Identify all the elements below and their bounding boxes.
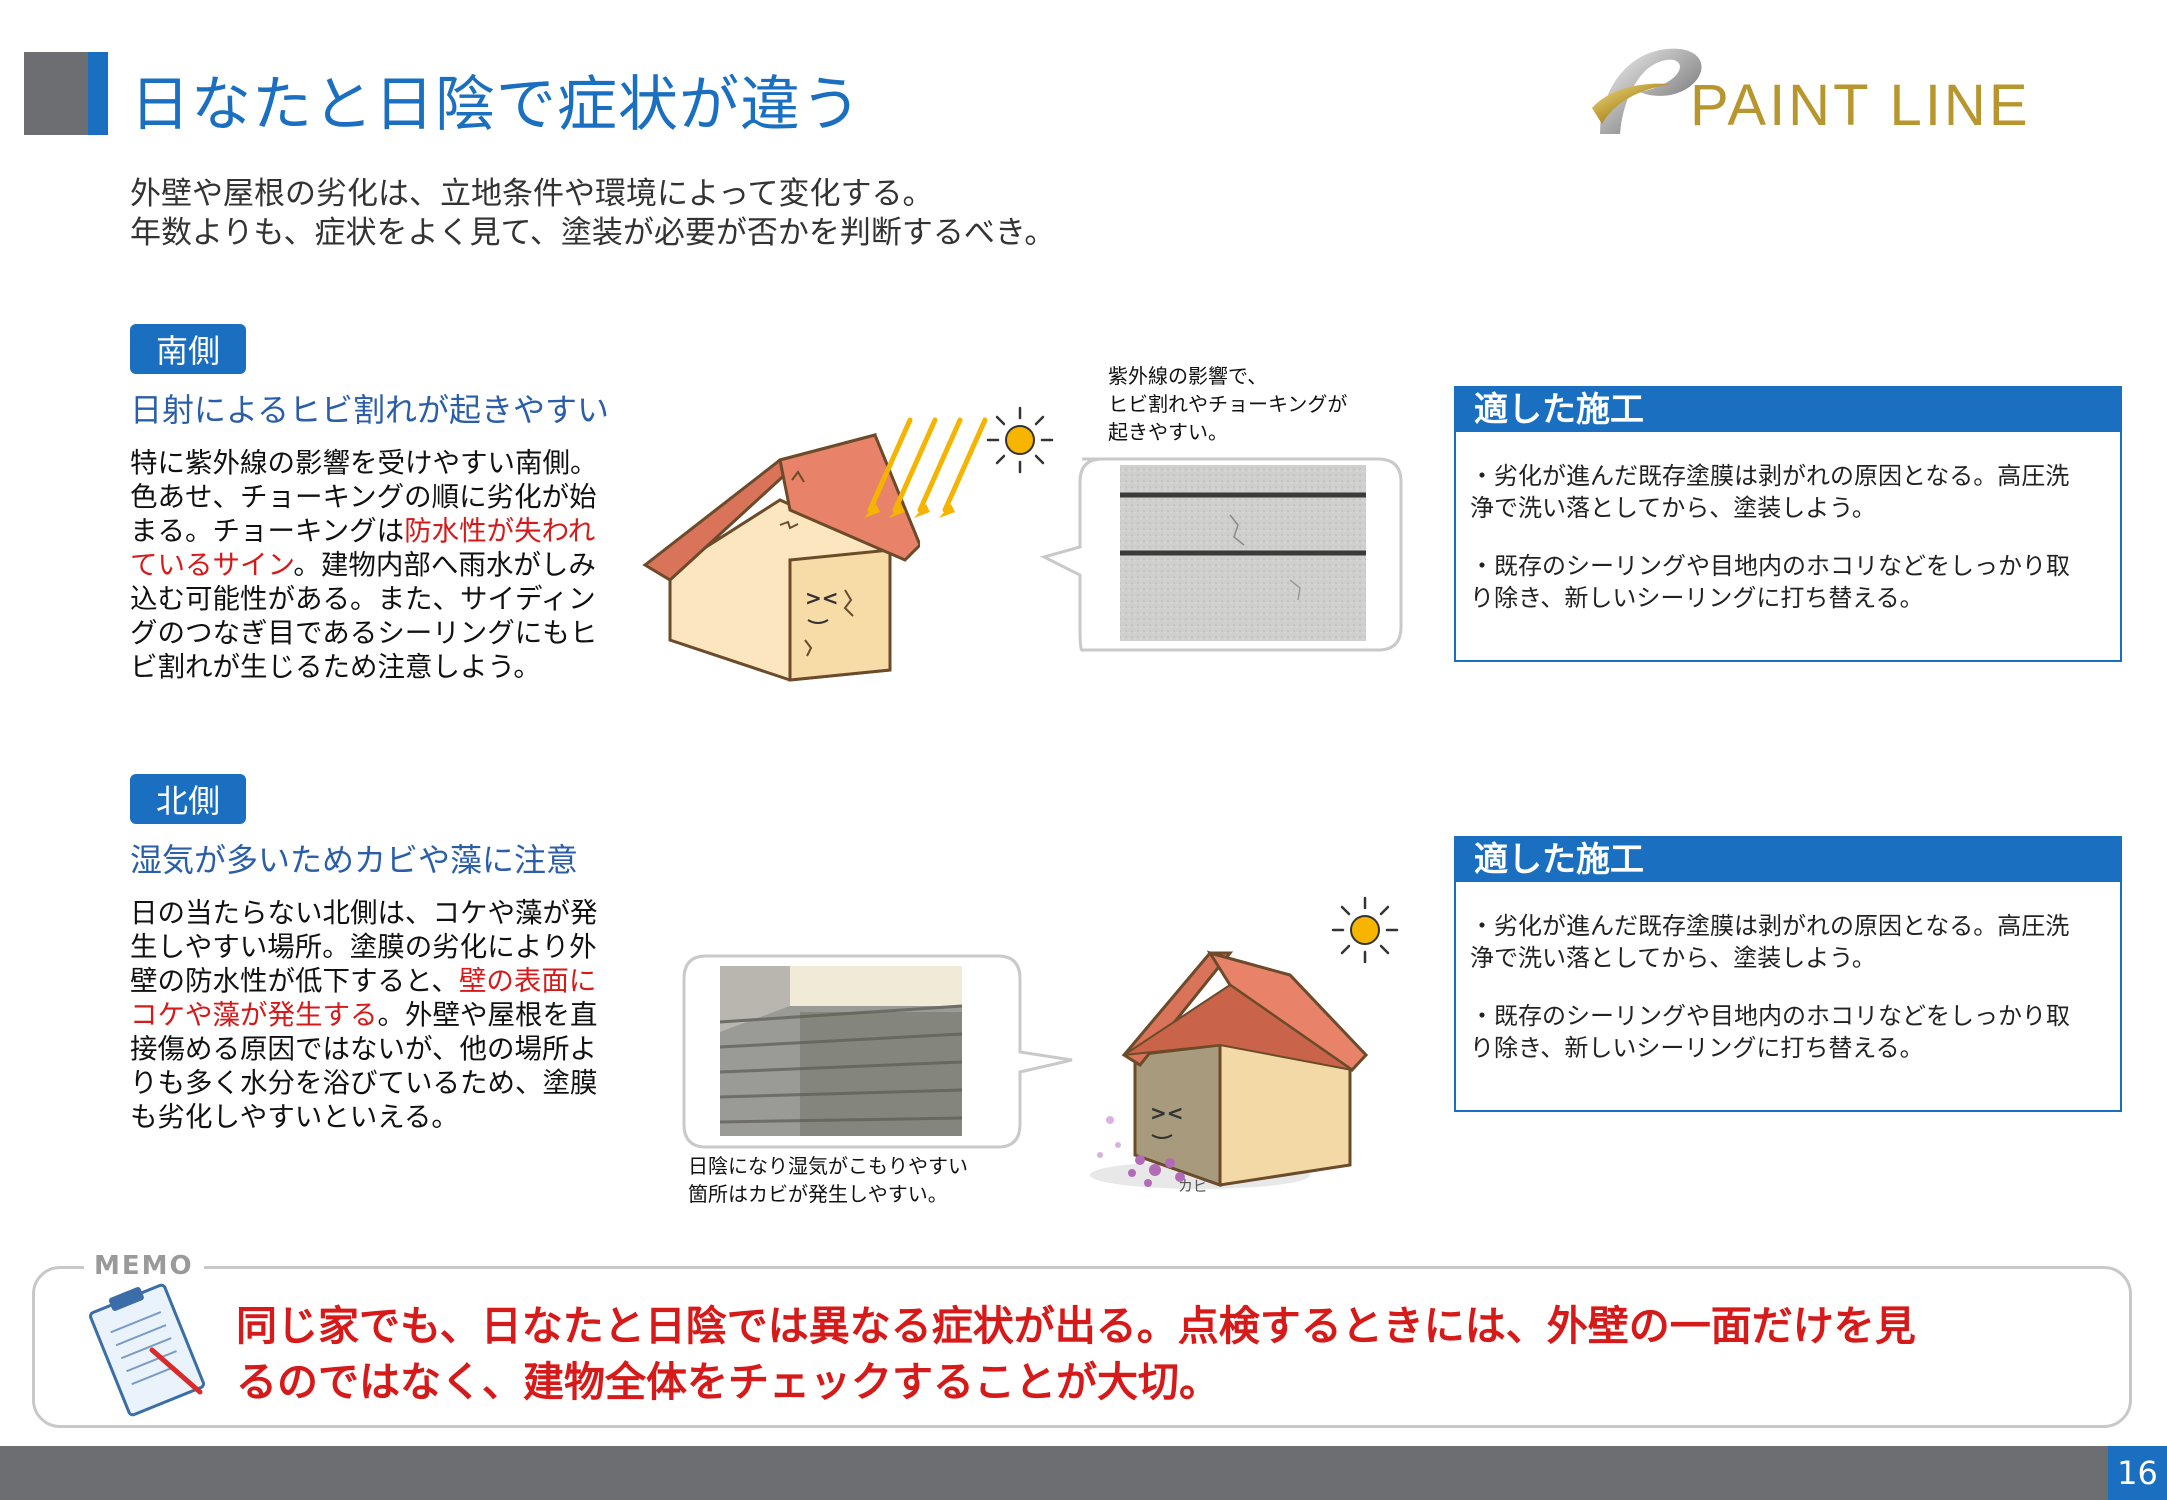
header-blue-bar — [88, 52, 108, 135]
memo-box — [32, 1266, 2132, 1428]
shaded-house-illustration: >< — [1090, 950, 1369, 1189]
north-procedure-box: 適した施工 ・劣化が進んだ既存塗膜は剥がれの原因となる。高圧洗 浄で洗い落として… — [1454, 836, 2122, 1112]
north-text-part-b: 。外壁や屋根を直接傷める原因ではないが、他の場所よりも多く水分を浴びているため、… — [130, 999, 598, 1133]
south-text-part-b: 。建物内部へ雨水がしみ込む可能性がある。また、サイディングのつなぎ目であるシーリ… — [130, 549, 598, 683]
footer-bar — [0, 1446, 2167, 1500]
intro-line-1: 外壁や屋根の劣化は、立地条件や環境によって変化する。 — [130, 176, 934, 212]
south-caption-line-1: 紫外線の影響で、 — [1108, 364, 1268, 388]
south-procedure-item-2: ・既存のシーリングや目地内のホコリなどをしっかり取 り除き、新しいシーリングに打… — [1470, 552, 2094, 612]
svg-text:><: >< — [805, 586, 839, 610]
south-photo-bubble — [1040, 457, 1403, 652]
north-badge: 北側 — [130, 774, 246, 824]
page-number: 16 — [2108, 1446, 2167, 1500]
sun-icon — [986, 406, 1054, 474]
memo-label: MEMO — [84, 1251, 204, 1281]
north-caption-line-1: 日陰になり湿気がこもりやすい — [688, 1154, 968, 1178]
sun-icon-north — [1331, 896, 1399, 964]
page-title: 日なたと日陰で症状が違う — [130, 70, 862, 140]
intro-line-2: 年数よりも、症状をよく見て、塗装が必要が否かを判断するべき。 — [130, 215, 1056, 251]
header-gray-bar — [24, 52, 88, 135]
svg-text:><: >< — [1150, 1101, 1184, 1125]
memo-text-line-1: 同じ家でも、日なたと日陰では異なる症状が出る。点検するときには、外壁の一面だけを… — [236, 1302, 1916, 1350]
logo-text: PAINT LINE — [1690, 73, 2031, 138]
north-subhead: 湿気が多いためカビや藻に注意 — [130, 841, 579, 879]
paint-line-logo-icon — [1592, 48, 1702, 134]
south-procedure-title: 適した施工 — [1456, 388, 2120, 432]
north-procedure-title: 適した施工 — [1456, 838, 2120, 882]
south-text-part-a: 特に紫外線の影響を受けやすい南側。色あせ、チョーキングの順に劣化が始まる。チョー… — [130, 447, 598, 547]
south-body-text: 特に紫外線の影響を受けやすい南側。色あせ、チョーキングの順に劣化が始まる。チョー… — [130, 446, 610, 684]
south-text-highlight: 防水性が失われているサイン — [130, 515, 596, 581]
south-subhead: 日射によるヒビ割れが起きやすい — [130, 391, 610, 429]
memo-text-line-2: るのではなく、建物全体をチェックすることが大切。 — [236, 1358, 1220, 1406]
sun-rays-icon — [864, 417, 988, 518]
south-procedure-item-1: ・劣化が進んだ既存塗膜は剥がれの原因となる。高圧洗 浄で洗い落としてから、塗装し… — [1470, 462, 2094, 522]
south-caption-line-3: 起きやすい。 — [1108, 420, 1228, 444]
north-text-part-a: 日の当たらない北側は、コケや藻が発生しやすい場所。塗膜の劣化により外壁の防水性が… — [130, 897, 598, 997]
north-procedure-item-1: ・劣化が進んだ既存塗膜は剥がれの原因となる。高圧洗 浄で洗い落としてから、塗装し… — [1470, 912, 2094, 972]
north-procedure-item-2: ・既存のシーリングや目地内のホコリなどをしっかり取 り除き、新しいシーリングに打… — [1470, 1002, 2094, 1062]
sunny-house-illustration: >< — [642, 433, 920, 682]
south-badge: 南側 — [130, 324, 246, 374]
north-text-highlight: 壁の表面にコケや藻が発生する — [130, 965, 597, 1031]
mold-label: カビ — [1178, 1177, 1209, 1195]
south-caption-line-2: ヒビ割れやチョーキングが — [1108, 392, 1348, 416]
north-caption-line-2: 箇所はカビが発生しやすい。 — [688, 1182, 948, 1206]
south-procedure-box: 適した施工 ・劣化が進んだ既存塗膜は剥がれの原因となる。高圧洗 浄で洗い落として… — [1454, 386, 2122, 662]
north-photo-bubble — [682, 954, 1073, 1149]
memo-clipboard-icon — [89, 1283, 205, 1417]
north-body-text: 日の当たらない北側は、コケや藻が発生しやすい場所。塗膜の劣化により外壁の防水性が… — [130, 896, 610, 1134]
